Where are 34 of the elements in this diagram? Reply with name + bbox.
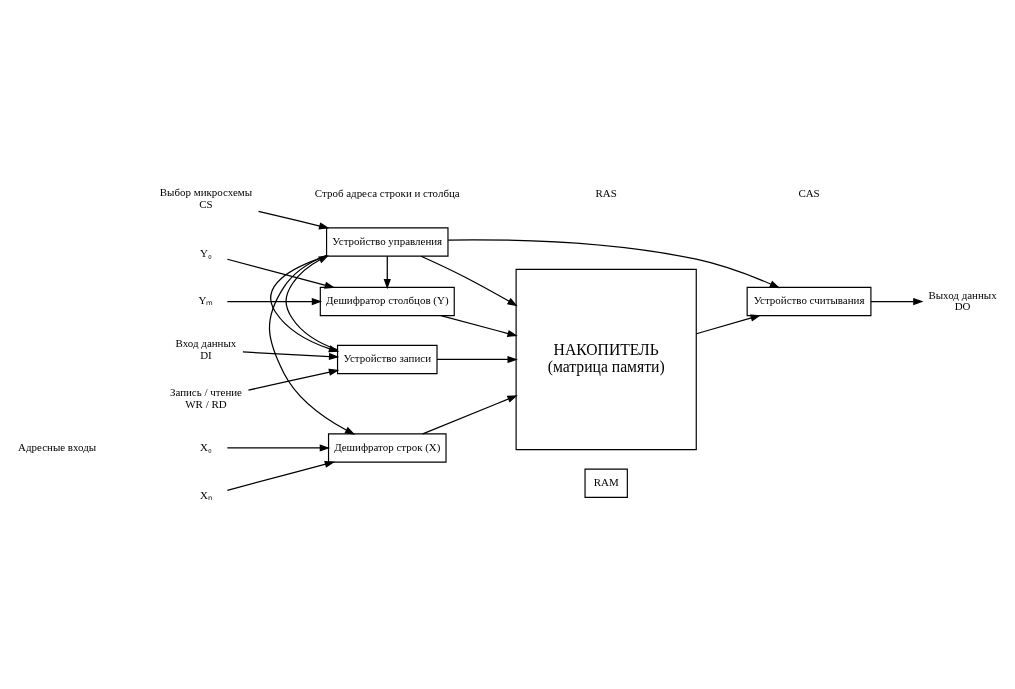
node-text: Y₀ <box>200 246 212 259</box>
node-text: Xₙ <box>200 488 212 501</box>
label: Строб адреса строки и столбца <box>314 186 460 199</box>
node-box: RAM <box>584 468 628 498</box>
node-text: Выбор микросхемы CS <box>159 185 253 210</box>
node-box: Дешифратор строк (X) <box>327 432 447 463</box>
label: Адресные входы <box>18 440 97 453</box>
node-box: Устройство записи <box>336 344 438 374</box>
node-text: Вход данных DI <box>175 336 237 361</box>
arrow <box>226 443 331 452</box>
node-text: Запись / чтение WR / RD <box>169 385 242 410</box>
arrow <box>436 355 518 363</box>
node-box: Устройство считывания <box>746 286 872 316</box>
node-box: НАКОПИТЕЛЬ (матрица памяти) <box>515 268 697 450</box>
label: CAS <box>798 186 820 199</box>
label: RAS <box>595 186 617 199</box>
arrow <box>226 460 336 491</box>
node-text: Yₘ <box>198 293 214 306</box>
arrow <box>226 297 323 305</box>
arrow <box>257 210 330 229</box>
arrow <box>870 297 924 305</box>
node-text: X₀ <box>200 440 212 453</box>
arrow <box>383 255 391 289</box>
arrow <box>447 238 781 288</box>
arrow <box>242 350 340 360</box>
node-box: Устройство управления <box>326 226 449 257</box>
arrow <box>695 314 761 334</box>
arrow <box>420 255 518 306</box>
node-box: Дешифратор столбцов (Y) <box>319 286 455 316</box>
arrow <box>226 258 336 289</box>
arrow <box>440 314 518 337</box>
arrow <box>422 394 518 434</box>
arrow <box>247 368 340 391</box>
node-text: Выход данных DO <box>928 288 997 312</box>
